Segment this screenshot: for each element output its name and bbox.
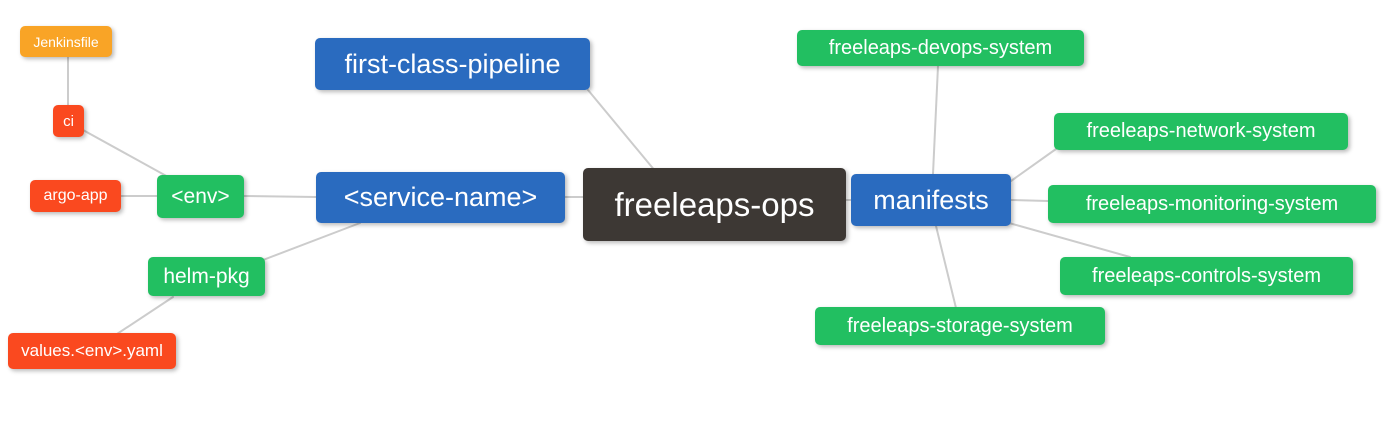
- node-manifests-label: manifests: [873, 184, 989, 215]
- node-helm-pkg-label: helm-pkg: [163, 264, 250, 288]
- node-first-class-pipeline-label: first-class-pipeline: [344, 48, 561, 79]
- node-freeleaps-devops-system[interactable]: freeleaps-devops-system: [797, 30, 1084, 66]
- edge-manifests-network: [1010, 148, 1057, 182]
- node-freeleaps-monitoring-system-label: freeleaps-monitoring-system: [1085, 192, 1339, 215]
- node-service-name[interactable]: <service-name>: [316, 172, 565, 223]
- node-freeleaps-controls-system-label: freeleaps-controls-system: [1092, 264, 1321, 287]
- edge-ci-env: [82, 129, 171, 179]
- node-argo-app-label: argo-app: [43, 187, 108, 204]
- node-freeleaps-controls-system[interactable]: freeleaps-controls-system: [1060, 257, 1353, 295]
- node-env[interactable]: <env>: [157, 175, 244, 218]
- node-freeleaps-storage-system[interactable]: freeleaps-storage-system: [815, 307, 1105, 345]
- edge-servicename-helmpkg: [262, 222, 361, 261]
- node-freeleaps-network-system[interactable]: freeleaps-network-system: [1054, 113, 1348, 150]
- node-freeleaps-network-system-label: freeleaps-network-system: [1086, 120, 1316, 142]
- node-jenkinsfile[interactable]: Jenkinsfile: [20, 26, 112, 57]
- edge-manifests-devops: [932, 65, 939, 175]
- node-freeleaps-ops-root[interactable]: freeleaps-ops: [583, 168, 846, 241]
- node-env-label: <env>: [171, 184, 230, 208]
- edge-env-servicename: [243, 195, 317, 198]
- edge-manifests-controls: [1008, 222, 1131, 258]
- node-service-name-label: <service-name>: [343, 182, 538, 212]
- node-values-env-yaml[interactable]: values.<env>.yaml: [8, 333, 176, 369]
- edge-helmpkg-values: [116, 296, 174, 335]
- node-freeleaps-storage-system-label: freeleaps-storage-system: [847, 314, 1073, 337]
- node-helm-pkg[interactable]: helm-pkg: [148, 257, 265, 296]
- edge-manifests-monitoring: [1010, 199, 1049, 202]
- node-freeleaps-devops-system-label: freeleaps-devops-system: [828, 36, 1053, 59]
- edge-manifests-storage: [935, 225, 957, 309]
- node-ci[interactable]: ci: [53, 105, 84, 137]
- node-values-env-yaml-label: values.<env>.yaml: [21, 341, 163, 360]
- node-freeleaps-ops-label: freeleaps-ops: [614, 185, 815, 223]
- node-manifests[interactable]: manifests: [851, 174, 1011, 226]
- node-argo-app[interactable]: argo-app: [30, 180, 121, 212]
- node-first-class-pipeline[interactable]: first-class-pipeline: [315, 38, 590, 90]
- node-freeleaps-monitoring-system[interactable]: freeleaps-monitoring-system: [1048, 185, 1376, 223]
- node-jenkinsfile-label: Jenkinsfile: [33, 33, 99, 50]
- node-ci-label: ci: [63, 112, 74, 130]
- edge-firstclass-root: [587, 89, 657, 173]
